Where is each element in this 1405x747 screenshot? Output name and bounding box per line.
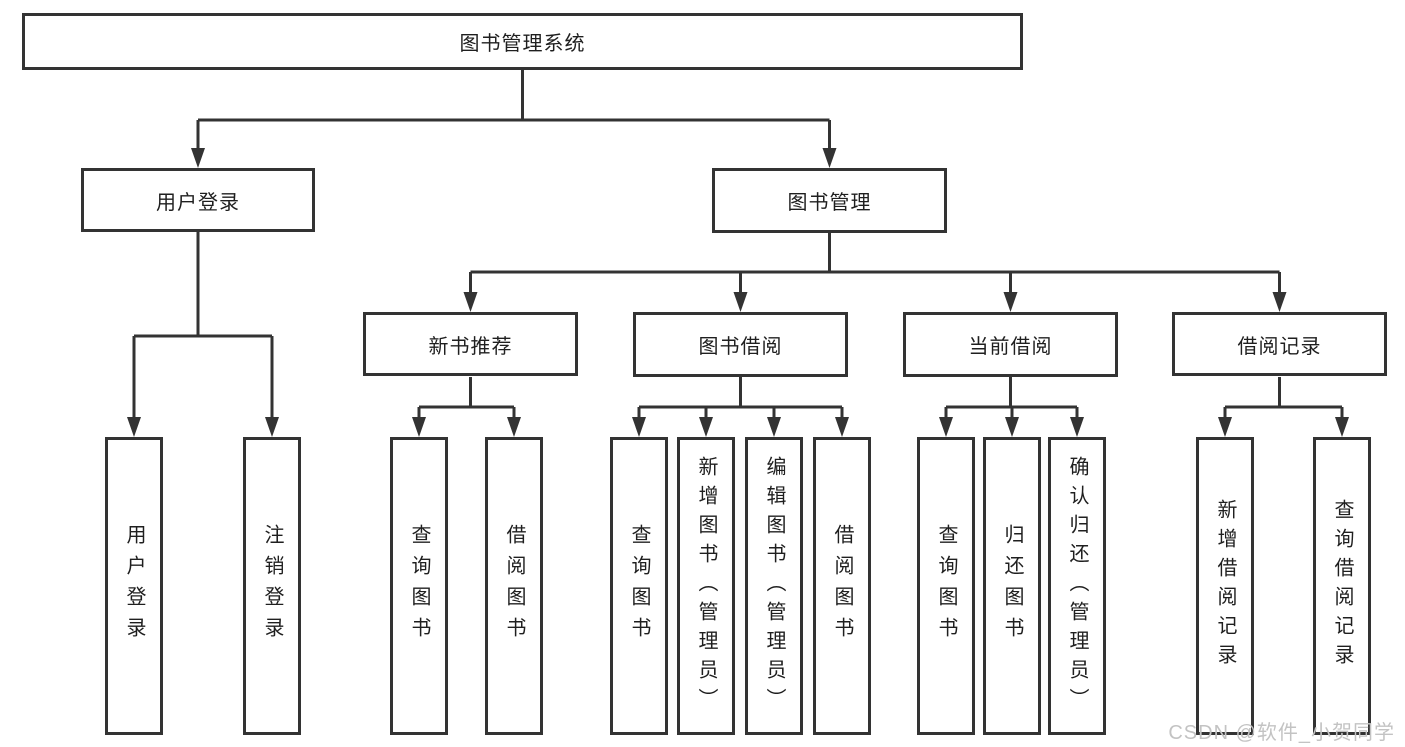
node-label: 用户登录 (123, 524, 145, 648)
node-label: 编辑图书（管理员） (763, 455, 785, 717)
node-label: 借阅图书 (831, 524, 853, 648)
node-leaf-return-book: 归还图书 (983, 437, 1041, 735)
node-label: 图书管理系统 (459, 33, 586, 55)
node-book-management-module: 图书管理 (712, 168, 947, 233)
node-leaf-query-book-3: 查询图书 (917, 437, 975, 735)
node-label: 当前借阅 (968, 336, 1053, 358)
node-label: 查询借阅记录 (1331, 499, 1353, 673)
node-leaf-query-book-1: 查询图书 (390, 437, 448, 735)
node-leaf-logout: 注销登录 (243, 437, 301, 735)
node-leaf-confirm-return-admin: 确认归还（管理员） (1048, 437, 1106, 735)
node-leaf-borrow-book-1: 借阅图书 (485, 437, 543, 735)
arrowheads (127, 148, 1349, 437)
node-label: 确认归还（管理员） (1066, 455, 1088, 717)
node-label: 新增图书（管理员） (695, 455, 717, 717)
node-leaf-query-borrow-record: 查询借阅记录 (1313, 437, 1371, 735)
node-label: 借阅图书 (503, 524, 525, 648)
node-label: 新书推荐 (428, 335, 513, 358)
node-new-book-recommend: 新书推荐 (363, 312, 578, 376)
node-label: 图书借阅 (698, 336, 783, 358)
node-leaf-query-book-2: 查询图书 (610, 437, 668, 735)
node-leaf-edit-book-admin: 编辑图书（管理员） (745, 437, 803, 735)
node-leaf-borrow-book-2: 借阅图书 (813, 437, 871, 735)
node-label: 查询图书 (628, 524, 650, 648)
tree-edges (132, 70, 1344, 421)
node-leaf-user-login: 用户登录 (105, 437, 163, 735)
csdn-watermark: CSDN @软件_小贺同学 (1168, 722, 1395, 744)
node-label: 图书管理 (787, 192, 872, 214)
node-label: 注销登录 (261, 524, 283, 648)
node-system-root: 图书管理系统 (22, 13, 1023, 70)
node-current-borrow: 当前借阅 (903, 312, 1118, 377)
node-book-borrow: 图书借阅 (633, 312, 848, 377)
node-user-login-module: 用户登录 (81, 168, 315, 232)
node-label: 查询图书 (408, 524, 430, 648)
node-label: 查询图书 (935, 524, 957, 648)
node-borrow-record: 借阅记录 (1172, 312, 1387, 376)
node-label: 借阅记录 (1237, 335, 1322, 358)
node-label: 用户登录 (156, 191, 240, 214)
node-label: 归还图书 (1001, 524, 1023, 648)
node-label: 新增借阅记录 (1214, 499, 1236, 673)
node-leaf-add-borrow-record: 新增借阅记录 (1196, 437, 1254, 735)
node-leaf-add-book-admin: 新增图书（管理员） (677, 437, 735, 735)
